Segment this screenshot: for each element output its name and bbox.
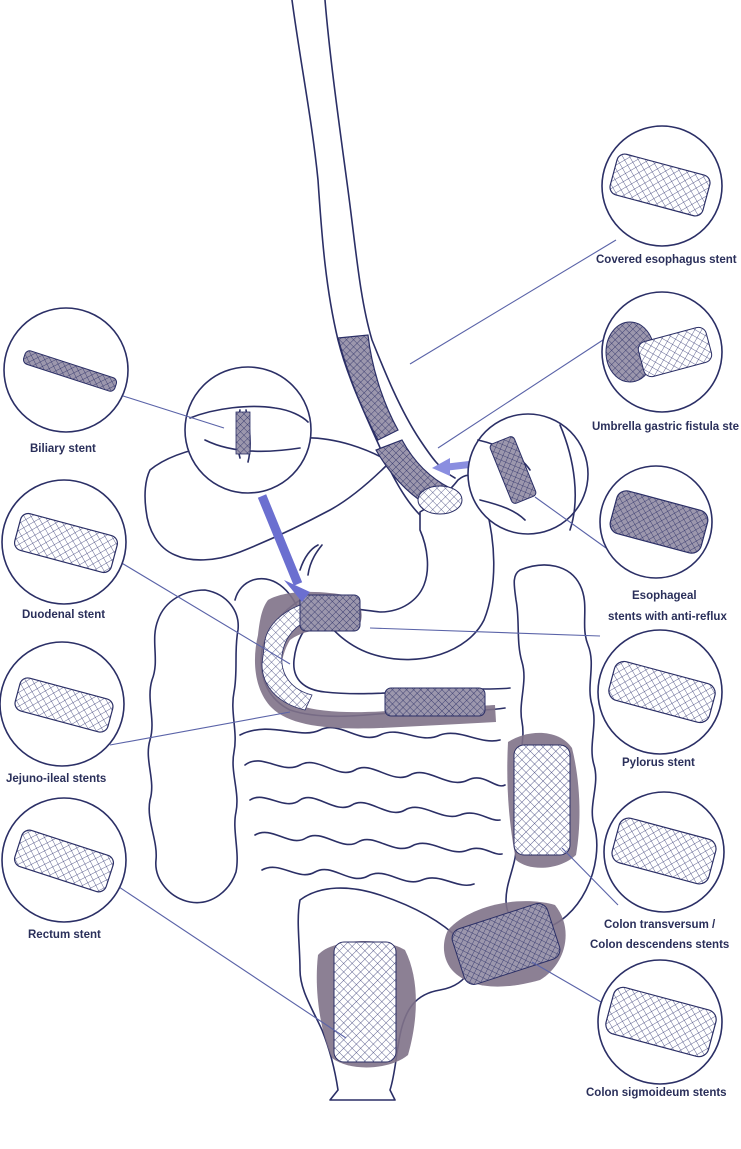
label-umbrella-gastric: Umbrella gastric fistula ste [592, 421, 739, 433]
pylorus-stent-placed [299, 594, 361, 632]
label-biliary: Biliary stent [30, 443, 96, 455]
small-intestine [239, 726, 506, 887]
duodenal-mesh [261, 604, 313, 711]
inset-biliary-zoom [184, 366, 312, 494]
label-colon-trans-1: Colon transversum / [604, 919, 716, 931]
cardia-arrow-head [432, 458, 450, 476]
cardia-stent-end [417, 485, 463, 515]
jejunal-stent-placed [384, 687, 486, 717]
esophagus-stent-placed [337, 334, 399, 441]
callout-esophageal [599, 465, 713, 579]
label-colon-trans-2: Colon descendens stents [590, 939, 729, 951]
placed-stents [254, 334, 580, 1068]
callout-colon-transversum [603, 791, 725, 913]
leader-lines [109, 239, 619, 1039]
rectum-stent-placed [333, 941, 397, 1063]
label-esophageal-2: stents with anti-reflux [608, 611, 727, 623]
ascending-colon [147, 589, 239, 904]
label-duodenal: Duodenal stent [22, 609, 105, 621]
callout-pylorus [597, 629, 723, 755]
callout-umbrella-gastric [601, 291, 723, 413]
inset-cardia-zoom [467, 413, 589, 535]
callout-jejuno-ileal [0, 641, 125, 767]
callout-colon-sigmoideum [597, 959, 723, 1085]
biliary-arrow-head [284, 580, 310, 602]
biliary-arrow-shaft [257, 494, 303, 586]
label-jejuno-ileal: Jejuno-ileal stents [6, 773, 106, 785]
label-rectum: Rectum stent [28, 929, 101, 941]
labels: Covered esophagus stent Umbrella gastric… [6, 254, 739, 1099]
callout-biliary [3, 307, 129, 433]
callout-covered-esophagus [601, 125, 723, 247]
colon-descending-stent-placed [513, 744, 571, 856]
label-colon-sigm: Colon sigmoideum stents [586, 1087, 727, 1099]
colon-sigmoid-stent-placed [451, 903, 561, 985]
label-covered-esophagus: Covered esophagus stent [596, 254, 737, 266]
label-esophageal-1: Esophageal [632, 590, 697, 602]
callout-duodenal [1, 479, 127, 605]
callout-rectum [1, 797, 127, 923]
label-pylorus: Pylorus stent [622, 757, 695, 769]
